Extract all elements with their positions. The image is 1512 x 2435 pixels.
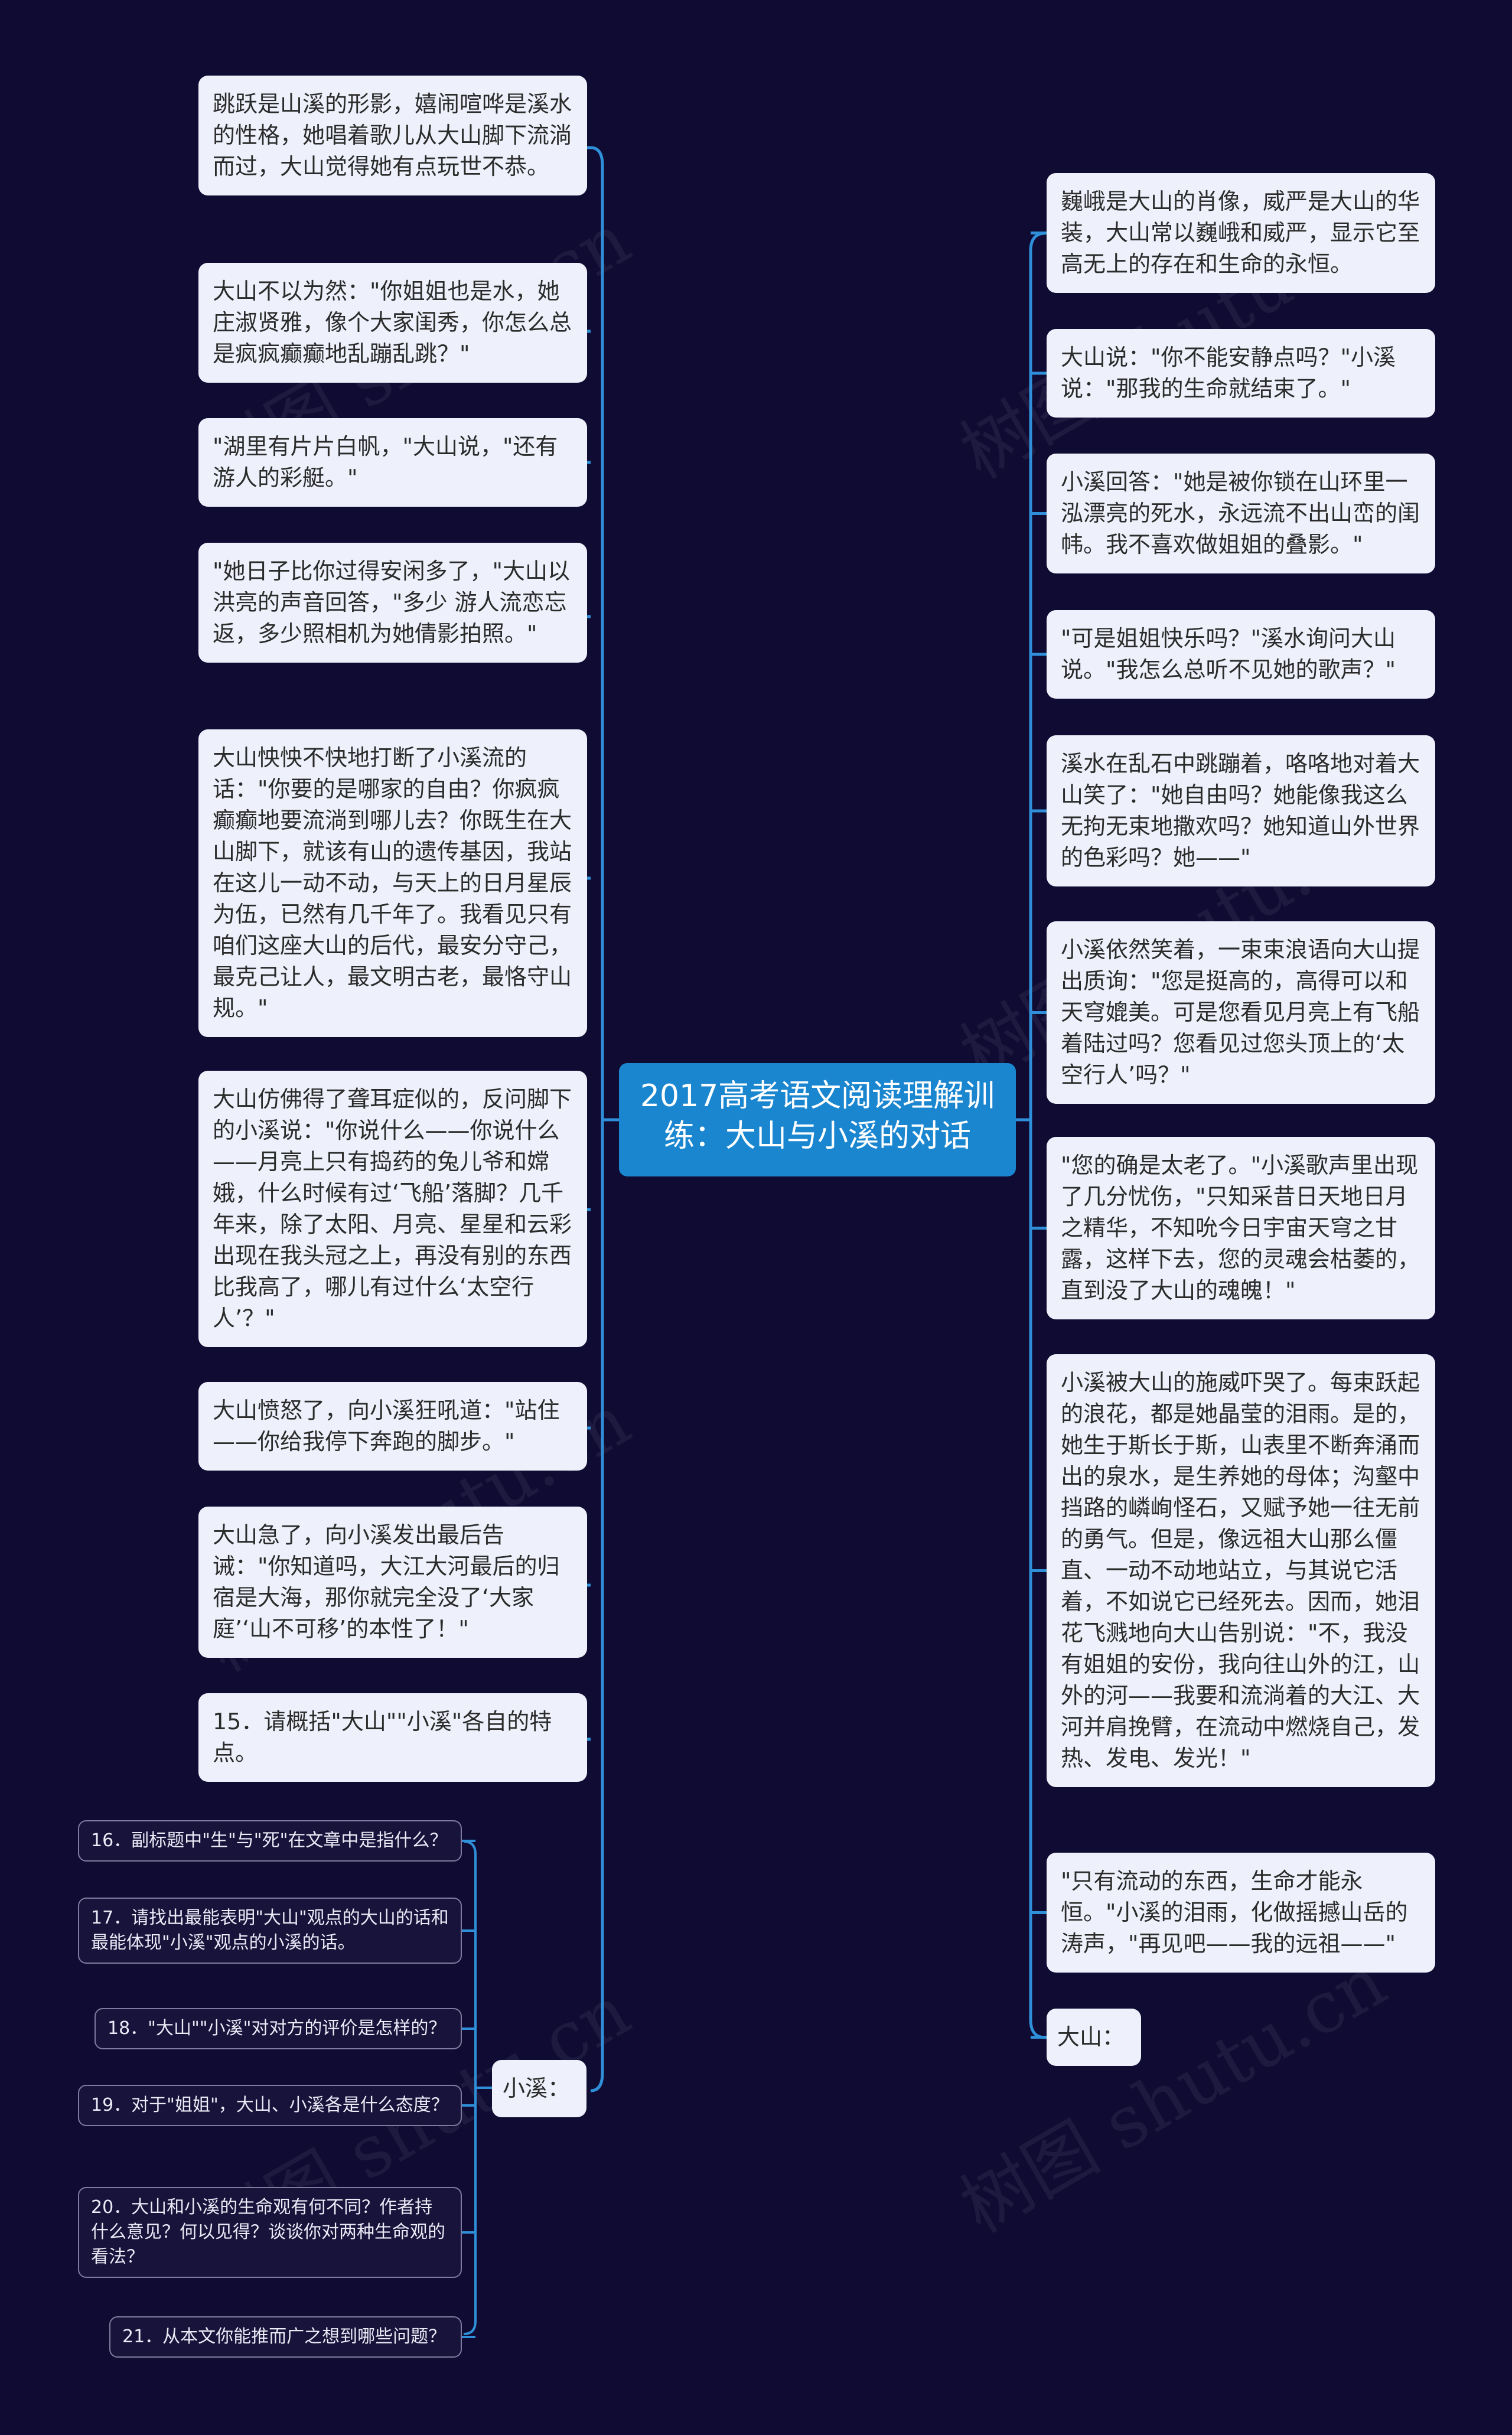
right-node-4[interactable]: "可是姐姐快乐吗？"溪水询问大山说。"我怎么总听不见她的歌声？": [1047, 610, 1435, 699]
left-brace: [590, 146, 604, 2092]
left-node-5[interactable]: 大山怏怏不快地打断了小溪流的话："你要的是哪家的自由？你疯疯癫癫地要流淌到哪儿去…: [198, 729, 587, 1037]
xiaoxi-brace: [463, 1840, 477, 2335]
right-node-7[interactable]: "您的确是太老了。"小溪歌声里出现了几分忧伤，"只知采昔日天地日月之精华，不知吮…: [1047, 1137, 1435, 1319]
right-node-2[interactable]: 大山说："你不能安静点吗？"小溪说："那我的生命就结束了。": [1047, 329, 1435, 418]
question-21[interactable]: 21．从本文你能推而广之想到哪些问题？: [109, 2316, 462, 2358]
right-brace: [1029, 232, 1046, 2039]
left-node-6[interactable]: 大山仿佛得了聋耳症似的，反问脚下的小溪说："你说什么——你说什么——月亮上只有捣…: [198, 1071, 587, 1347]
right-node-1[interactable]: 巍峨是大山的肖像，威严是大山的华装，大山常以巍峨和威严，显示它至高无上的存在和生…: [1047, 173, 1435, 293]
question-16[interactable]: 16．副标题中"生"与"死"在文章中是指什么？: [78, 1820, 462, 1862]
right-node-5[interactable]: 溪水在乱石中跳蹦着，咯咯地对着大山笑了："她自由吗？她能像我这么无拘无束地撒欢吗…: [1047, 735, 1435, 886]
left-node-3[interactable]: "湖里有片片白帆，"大山说，"还有游人的彩艇。": [198, 418, 587, 507]
question-20[interactable]: 20．大山和小溪的生命观有何不同？作者持什么意见？何以见得？谈谈你对两种生命观的…: [78, 2187, 462, 2278]
right-node-9[interactable]: "只有流动的东西，生命才能永恒。"小溪的泪雨，化做摇撼山岳的涛声，"再见吧——我…: [1047, 1853, 1435, 1973]
xiaoxi-label[interactable]: 小溪：: [492, 2060, 586, 2117]
right-node-8[interactable]: 小溪被大山的施威吓哭了。每束跃起的浪花，都是她晶莹的泪雨。是的，她生于斯长于斯，…: [1047, 1354, 1435, 1787]
right-node-3[interactable]: 小溪回答："她是被你锁在山环里一泓漂亮的死水，永远流不出山峦的闺帏。我不喜欢做姐…: [1047, 454, 1435, 573]
left-node-1[interactable]: 跳跃是山溪的形影，嬉闹喧哗是溪水的性格，她唱着歌儿从大山脚下流淌而过，大山觉得她…: [198, 76, 587, 195]
question-19[interactable]: 19．对于"姐姐"，大山、小溪各是什么态度？: [78, 2085, 462, 2126]
question-18[interactable]: 18．"大山""小溪"对对方的评价是怎样的？: [94, 2008, 462, 2049]
left-node-2[interactable]: 大山不以为然："你姐姐也是水，她庄淑贤雅，像个大家闺秀，你怎么总是疯疯癫癫地乱蹦…: [198, 263, 587, 383]
dashan-label[interactable]: 大山：: [1047, 2009, 1141, 2066]
left-node-8[interactable]: 大山急了，向小溪发出最后告诫："你知道吗，大江大河最后的归宿是大海，那你就完全没…: [198, 1507, 587, 1658]
left-node-4[interactable]: "她日子比你过得安闲多了，"大山以洪亮的声音回答，"多少 游人流恋忘返，多少照相…: [198, 543, 587, 663]
right-node-6[interactable]: 小溪依然笑着，一束束浪语向大山提出质询："您是挺高的，高得可以和天穹媲美。可是您…: [1047, 921, 1435, 1104]
left-node-9[interactable]: 15．请概括"大山""小溪"各自的特点。: [198, 1693, 587, 1782]
left-node-7[interactable]: 大山愤怒了，向小溪狂吼道："站住——你给我停下奔跑的脚步。": [198, 1382, 587, 1471]
central-topic[interactable]: 2017高考语文阅读理解训练：大山与小溪的对话: [619, 1063, 1016, 1176]
question-17[interactable]: 17．请找出最能表明"大山"观点的大山的话和最能体现"小溪"观点的小溪的话。: [78, 1898, 462, 1964]
